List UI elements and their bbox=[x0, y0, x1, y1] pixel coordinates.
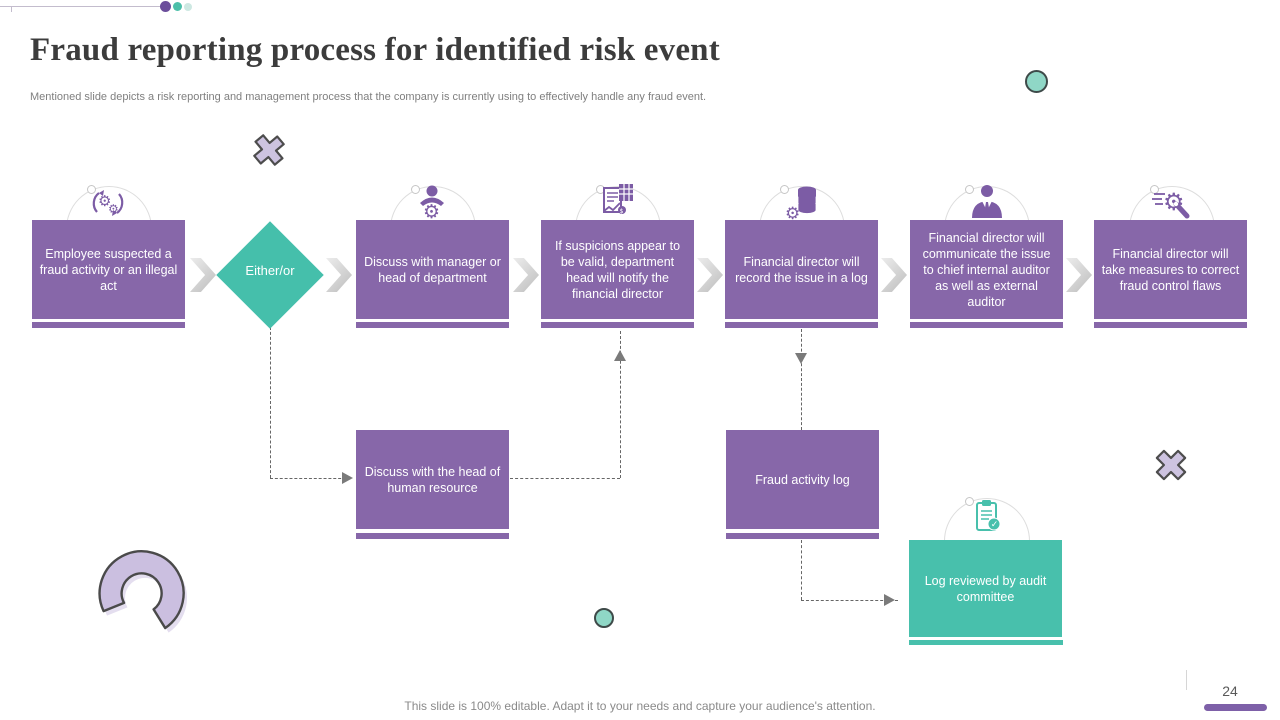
arrowhead-up bbox=[614, 350, 626, 361]
dashed-connector bbox=[801, 540, 802, 600]
fraud-log-box[interactable]: Fraud activity log bbox=[726, 430, 879, 529]
step-underline bbox=[910, 322, 1063, 328]
svg-text:⚙: ⚙ bbox=[108, 202, 119, 216]
gear-repair-icon: ⚙ bbox=[1152, 188, 1190, 219]
accent-dot-pale bbox=[184, 3, 192, 11]
step-underline bbox=[1094, 322, 1247, 328]
process-box-label: Financial director will communicate the … bbox=[922, 230, 1051, 309]
page-number: 24 bbox=[1222, 683, 1238, 699]
page-number-bar bbox=[1204, 704, 1267, 711]
fraud-log-label: Fraud activity log bbox=[755, 472, 850, 487]
accent-dot-teal bbox=[173, 2, 182, 11]
businessman-icon bbox=[972, 185, 1002, 218]
dashed-connector bbox=[801, 329, 802, 430]
step-underline bbox=[356, 533, 509, 539]
chevron-arrow bbox=[1066, 258, 1092, 292]
clipboard-check-icon: ✓ bbox=[976, 500, 1001, 531]
chevron-arrow bbox=[697, 258, 723, 292]
dashed-connector bbox=[270, 478, 346, 479]
financial-report-icon: $ bbox=[603, 184, 633, 215]
arc-ring bbox=[411, 185, 420, 194]
arrowhead-down bbox=[795, 353, 807, 364]
step-underline bbox=[909, 640, 1063, 645]
chevron-arrow bbox=[881, 258, 907, 292]
page-title: Fraud reporting process for identified r… bbox=[30, 32, 720, 68]
step-underline bbox=[32, 322, 185, 328]
process-box-label: If suspicions appear to be valid, depart… bbox=[554, 238, 681, 301]
manager-gear-icon: ⚙ bbox=[420, 185, 444, 223]
svg-text:⚙: ⚙ bbox=[98, 192, 111, 210]
arc-ring bbox=[780, 185, 789, 194]
arc-ring bbox=[965, 497, 974, 506]
chevron-arrow bbox=[513, 258, 539, 292]
step-underline bbox=[726, 533, 879, 539]
step-underline bbox=[541, 322, 694, 328]
dashed-connector bbox=[801, 600, 898, 601]
process-box-label: Discuss with manager or head of departme… bbox=[364, 254, 501, 285]
audit-review-label: Log reviewed by audit committee bbox=[924, 573, 1047, 604]
svg-text:$: $ bbox=[620, 208, 624, 215]
svg-text:⚙: ⚙ bbox=[785, 204, 800, 224]
process-box-label: Financial director will record the issue… bbox=[735, 254, 868, 285]
svg-text:✓: ✓ bbox=[991, 520, 999, 530]
accent-dot-purple bbox=[160, 1, 171, 12]
slide-subtitle: Mentioned slide depicts a risk reporting… bbox=[30, 91, 707, 103]
hr-branch-box[interactable]: Discuss with the head of human resource bbox=[356, 430, 509, 529]
chevron-arrow bbox=[190, 258, 216, 292]
decision-label: Either/or bbox=[245, 263, 295, 278]
teal-circle bbox=[1025, 70, 1048, 93]
process-box-6[interactable]: Financial director will take measures to… bbox=[1094, 220, 1247, 319]
arc-ring bbox=[87, 185, 96, 194]
step-underline bbox=[725, 322, 878, 328]
dashed-connector bbox=[510, 478, 620, 479]
sync-gears-icon: ⚙ ⚙ bbox=[92, 190, 124, 216]
arc-swoosh bbox=[98, 550, 188, 633]
process-box-3[interactable]: If suspicions appear to be valid, depart… bbox=[541, 220, 694, 319]
arc-ring bbox=[965, 185, 974, 194]
process-box-5[interactable]: Financial director will communicate the … bbox=[910, 220, 1063, 319]
svg-text:⚙: ⚙ bbox=[423, 201, 440, 223]
top-accent-line bbox=[0, 6, 160, 7]
dashed-connector bbox=[620, 331, 621, 478]
cross-shape bbox=[253, 134, 285, 166]
dashed-connector bbox=[270, 327, 271, 478]
process-box-label: Financial director will take measures to… bbox=[1101, 246, 1240, 293]
page-divider bbox=[1186, 670, 1187, 690]
chevron-arrow bbox=[326, 258, 352, 292]
arrowhead-right bbox=[884, 594, 895, 606]
audit-review-box[interactable]: Log reviewed by audit committee bbox=[909, 540, 1062, 637]
process-box-4[interactable]: Financial director will record the issue… bbox=[725, 220, 878, 319]
process-box-1[interactable]: Employee suspected a fraud activity or a… bbox=[32, 220, 185, 319]
top-accent-tick bbox=[11, 6, 12, 12]
arrowhead-right bbox=[342, 472, 353, 484]
teal-circle bbox=[594, 608, 614, 628]
process-box-2[interactable]: Discuss with manager or head of departme… bbox=[356, 220, 509, 319]
step-underline bbox=[356, 322, 509, 328]
cross-shape bbox=[1155, 449, 1187, 481]
footer-note: This slide is 100% editable. Adapt it to… bbox=[404, 699, 876, 713]
process-box-label: Employee suspected a fraud activity or a… bbox=[39, 246, 178, 293]
hr-branch-label: Discuss with the head of human resource bbox=[364, 464, 501, 495]
database-gear-icon: ⚙ bbox=[785, 186, 817, 224]
